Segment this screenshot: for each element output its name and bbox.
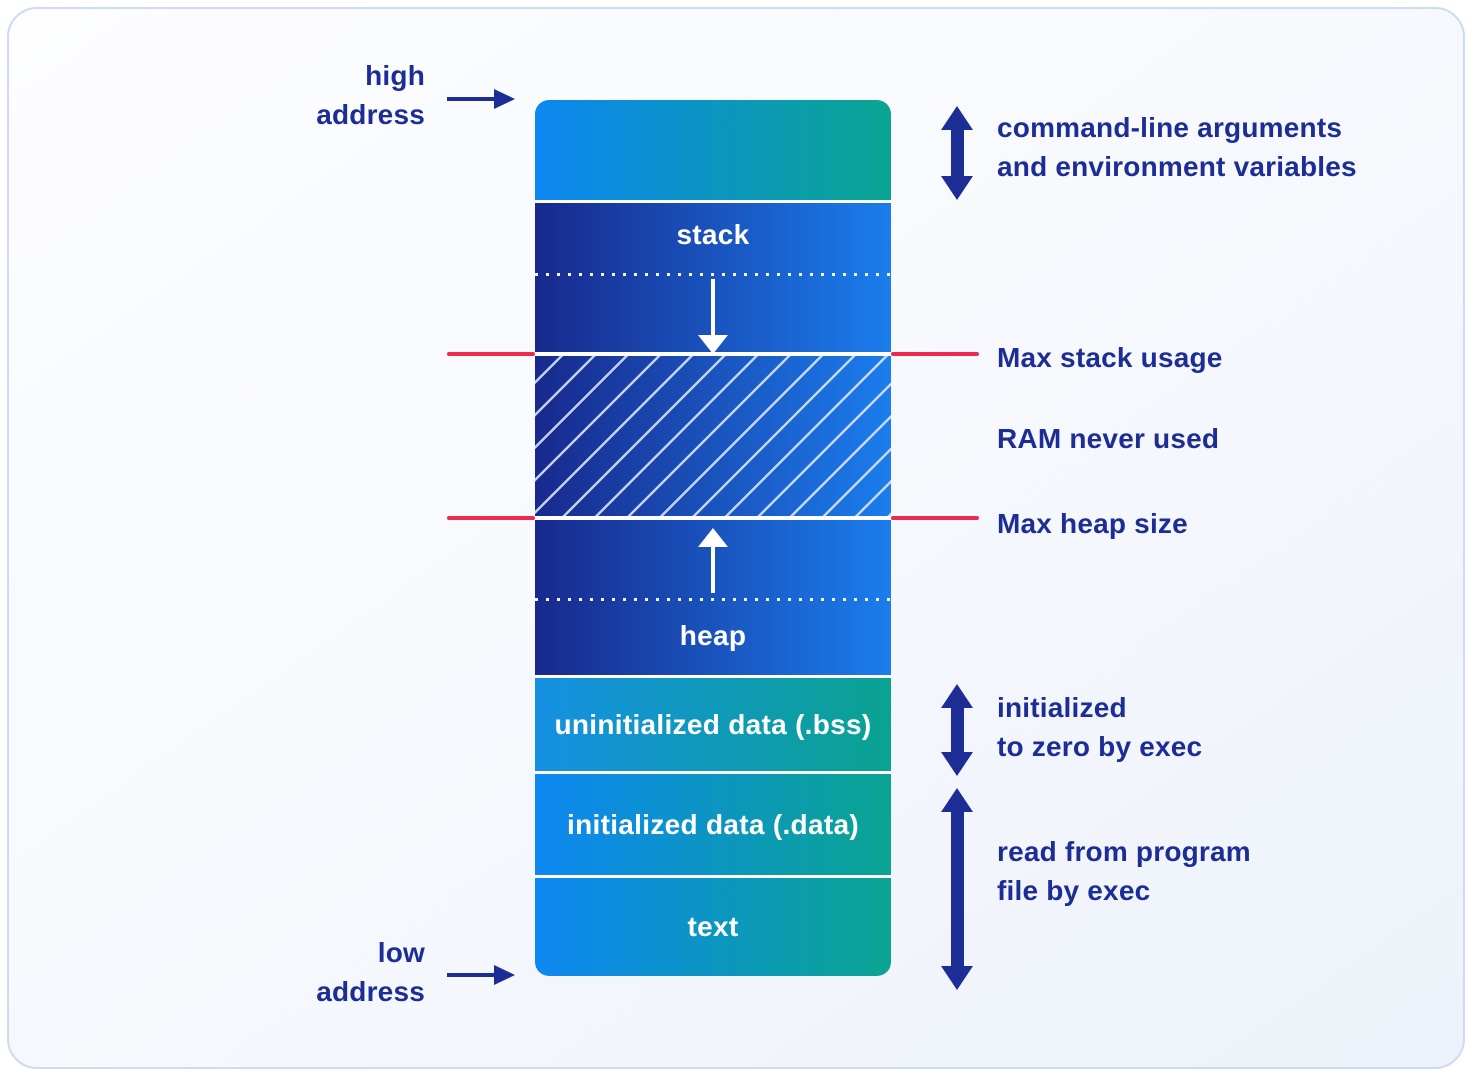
low-address-label: low address xyxy=(316,937,425,1007)
bss-label: uninitialized data (.bss) xyxy=(554,708,872,740)
max-stack-line-left xyxy=(447,352,535,356)
arrow-head xyxy=(941,752,973,776)
up-down-arrow-icon xyxy=(941,788,973,990)
arrow-head xyxy=(698,528,728,547)
max-stack-usage-label: Max stack usage xyxy=(997,342,1223,373)
segment-bss: uninitialized data (.bss) xyxy=(535,678,891,771)
heap-label: heap xyxy=(679,620,747,651)
max-heap-line-right xyxy=(891,516,979,520)
arrow-stem xyxy=(711,547,715,593)
segment-heap: heap xyxy=(535,520,891,675)
arrow-stem xyxy=(950,125,964,181)
arrow-head xyxy=(941,966,973,990)
arrow-stem xyxy=(950,703,964,757)
arrow-head xyxy=(494,89,515,109)
up-arrow-icon xyxy=(698,528,728,593)
up-down-arrow-icon xyxy=(941,684,973,776)
segment-args-env xyxy=(535,100,891,200)
arrow-stem xyxy=(447,97,497,101)
high-address-label: high address xyxy=(316,60,425,130)
arrow-head xyxy=(941,176,973,200)
arrow-stem xyxy=(711,279,715,335)
initialized-zero-label: initialized to zero by exec xyxy=(997,692,1203,762)
arrow-head xyxy=(494,965,515,985)
up-down-arrow-icon xyxy=(941,106,973,200)
right-arrow-icon xyxy=(447,965,515,985)
arrow-stem xyxy=(447,973,497,977)
args-env-label: command-line arguments and environment v… xyxy=(997,112,1357,182)
segment-stack: stack xyxy=(535,203,891,354)
max-stack-line-right xyxy=(891,352,979,356)
arrow-head xyxy=(698,335,728,354)
text-label: text xyxy=(687,911,739,942)
max-heap-size-label: Max heap size xyxy=(997,508,1188,539)
segment-ram-never-used xyxy=(535,356,891,516)
arrow-stem xyxy=(950,807,964,971)
segment-text: text xyxy=(535,878,891,976)
ram-never-used-label: RAM never used xyxy=(997,423,1220,454)
stack-label: stack xyxy=(676,219,750,250)
data-label: initialized data (.data) xyxy=(567,808,859,840)
right-arrow-icon xyxy=(447,89,515,109)
read-from-program-label: read from program file by exec xyxy=(997,836,1251,906)
stack-origin-dotted-line xyxy=(535,273,891,276)
segment-data: initialized data (.data) xyxy=(535,774,891,875)
down-arrow-icon xyxy=(698,279,728,354)
heap-origin-dotted-line xyxy=(535,598,891,601)
max-heap-line-left xyxy=(447,516,535,520)
